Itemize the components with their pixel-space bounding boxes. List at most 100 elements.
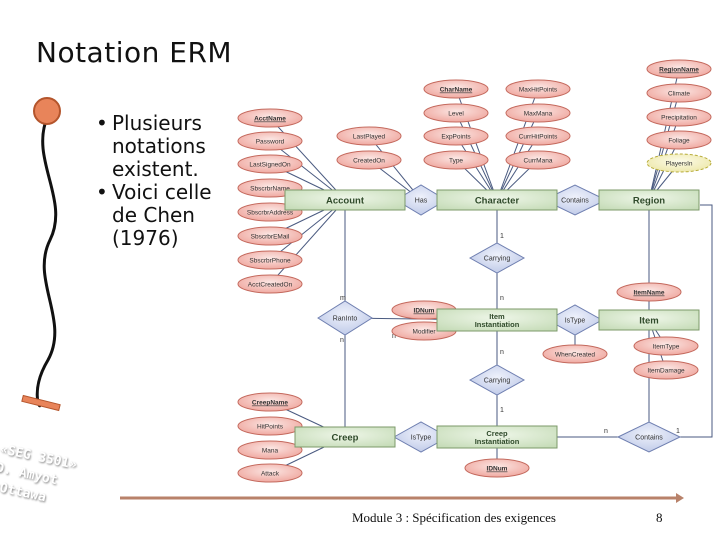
- footer-text: Module 3 : Spécification des exigences: [352, 510, 556, 525]
- entity-account: [284, 189, 406, 211]
- attribute-idnum-creep: [464, 458, 530, 478]
- relationship-label: RanInto: [333, 316, 358, 323]
- entity-label: Region: [633, 196, 665, 207]
- attribute-label: IDNum: [487, 466, 508, 473]
- cardinality-label: n: [500, 349, 504, 356]
- relationship-label: IsType: [411, 435, 432, 442]
- attribute-label: SbscrbrEMail: [251, 234, 290, 241]
- attribute-label: Level: [448, 111, 464, 118]
- attribute-climate: [646, 83, 712, 103]
- attribute-level: [423, 103, 489, 123]
- attribute-item-name: [616, 282, 682, 302]
- cardinality-label: n: [500, 295, 504, 302]
- attribute-label: CurrHitPoints: [519, 134, 558, 141]
- attribute-curr-mana: [505, 150, 571, 170]
- bullet-list: Plusieurs notations existent. Voici cell…: [96, 112, 231, 250]
- decorative-stick: [21, 97, 61, 412]
- attribute-creep-name: [237, 392, 303, 412]
- attribute-label: CharName: [440, 87, 473, 94]
- attribute-region-name: [646, 59, 712, 79]
- entity-label: Creep: [332, 433, 359, 444]
- entity-region: [598, 189, 700, 211]
- attribute-label: HitPoints: [257, 424, 284, 431]
- attribute-sbscrbr-email: [237, 226, 303, 246]
- attribute-acct-name: [237, 108, 303, 128]
- attribute-when-created: [542, 344, 608, 364]
- relationship-label: Carrying: [484, 378, 511, 385]
- attribute-hit-points: [237, 416, 303, 436]
- cardinality-label: 1: [676, 428, 680, 435]
- er-diagram: 1nn11nmnn1nn1n1n1AcctNamePasswordLastSig…: [237, 59, 713, 483]
- attribute-label: CreepName: [252, 400, 289, 407]
- attribute-precip: [646, 107, 712, 127]
- entity-label: Item: [639, 316, 659, 327]
- entity-character: [436, 189, 558, 211]
- cardinality-label: n: [340, 337, 344, 344]
- attribute-label: Attack: [261, 471, 280, 478]
- attribute-label: ExpPoints: [441, 134, 471, 141]
- cardinality-label: n: [604, 428, 608, 435]
- attribute-label: Type: [449, 158, 463, 165]
- attribute-label: Password: [256, 139, 285, 146]
- attribute-label: Precipitation: [661, 115, 697, 122]
- entity-item-inst: [436, 308, 558, 332]
- attribute-players: [646, 153, 712, 173]
- attribute-label: CreatedOn: [353, 158, 385, 165]
- attribute-sbscrbr-phone: [237, 250, 303, 270]
- relationship-raninto: [317, 300, 373, 336]
- cardinality-label: m: [340, 295, 346, 302]
- attribute-label: MaxMana: [524, 111, 553, 118]
- relationship-label: IsType: [565, 318, 586, 325]
- attribute-exp-points: [423, 126, 489, 146]
- attribute-label: SbscrbrPhone: [249, 258, 291, 265]
- relationship-contains-bot: [616, 421, 682, 453]
- attribute-label: ItemDamage: [647, 368, 685, 375]
- attribute-label: SbscrbrName: [250, 186, 290, 193]
- relationship-carrying-top: [468, 242, 526, 274]
- attribute-last-played: [336, 126, 402, 146]
- attribute-foliage: [646, 130, 712, 150]
- attribute-label: WhenCreated: [555, 352, 595, 359]
- bullet-item: Voici celle de Chen (1976): [96, 181, 231, 250]
- attribute-label: RegionName: [659, 67, 699, 74]
- attribute-label: MaxHitPoints: [519, 87, 558, 94]
- entity-item: [598, 309, 700, 331]
- cardinality-label: 1: [500, 407, 504, 414]
- entity-creep-inst: [436, 425, 558, 449]
- relationship-label: Carrying: [484, 256, 511, 263]
- attribute-label: ItemType: [653, 344, 680, 351]
- attribute-label: Foliage: [668, 138, 690, 145]
- attribute-mana: [237, 440, 303, 460]
- entity-label: Character: [475, 196, 520, 207]
- attribute-label: LastPlayed: [353, 134, 386, 141]
- page-number: 8: [656, 510, 663, 525]
- attribute-created-on: [336, 150, 402, 170]
- attribute-label: LastSignedOn: [249, 162, 291, 169]
- attribute-max-mana: [505, 103, 571, 123]
- relationship-carrying-mid: [468, 364, 526, 396]
- attribute-type: [423, 150, 489, 170]
- entity-creep: [294, 426, 396, 448]
- cardinality-label: 1: [500, 233, 504, 240]
- attribute-item-type: [633, 336, 699, 356]
- attribute-max-hit: [505, 79, 571, 99]
- attribute-label: PlayersIn: [665, 161, 692, 168]
- relationship-label: Has: [415, 198, 428, 205]
- attribute-curr-hit: [505, 126, 571, 146]
- attribute-label: IDNum: [414, 308, 435, 315]
- attribute-item-damage: [633, 360, 699, 380]
- relationship-label: Contains: [561, 198, 589, 205]
- attribute-label: Climate: [668, 91, 690, 98]
- relationship-label: Contains: [635, 435, 663, 442]
- attribute-label: Modifier: [412, 329, 436, 336]
- attribute-label: AcctName: [254, 116, 286, 123]
- attribute-label: Mana: [262, 448, 279, 455]
- attribute-char-name: [423, 79, 489, 99]
- attribute-label: ItemName: [633, 290, 664, 297]
- attribute-attack: [237, 463, 303, 483]
- attribute-label: CurrMana: [524, 158, 553, 165]
- attribute-password: [237, 131, 303, 151]
